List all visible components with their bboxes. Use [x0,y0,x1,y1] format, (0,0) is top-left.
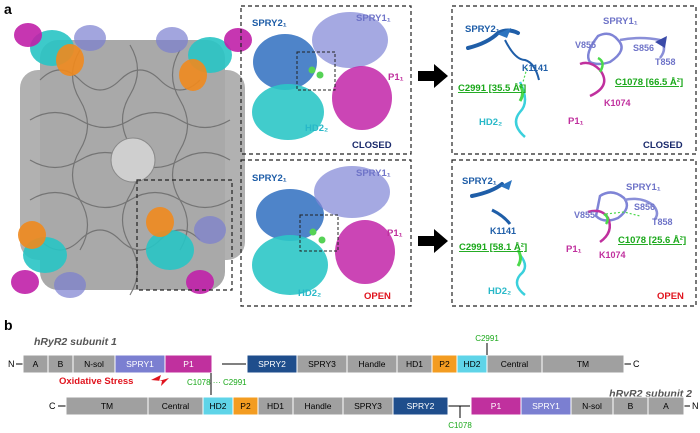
panel-letter-a: a [4,1,12,17]
cz-c2991-label: C2991 [35.5 Å²] [458,83,526,94]
subunit1-domain-label: P2 [439,359,450,369]
subunit1-domain-label: A [33,359,39,369]
subunit2-domain-label: HD1 [267,401,284,411]
oz-k1141-label: K1141 [490,226,516,236]
open-zoom-panel: SPRY2₁ SPRY1₁ V855 S856 T858 K1141 C2991… [451,159,697,307]
closed-structure-panel: SPRY2₁ SPRY1₁ P1₁ HD2₂ CLOSED [240,5,412,155]
arrow-closed [418,64,448,88]
subunit2-domain-spry2 [392,396,449,416]
subunit1-domain-label: TM [577,359,589,369]
closed-zoom-panel: SPRY2₁ SPRY1₁ V855 S856 T858 K1141 C2991… [451,5,697,155]
oz-c1078-label: C1078 [25.6 Å²] [618,235,686,246]
subunit2-n-terminus: N [692,401,699,411]
oz-spry1-label: SPRY1₁ [626,182,661,193]
closed-state-label: CLOSED [352,140,392,151]
subunit2-domain-label: SPRY1 [532,401,560,411]
subunit1-domain-label: SPRY3 [308,359,336,369]
arrow-open [418,229,448,253]
subunit2-domain-label: P2 [240,401,251,411]
subunit2-domain-bar: C N TM Central HD2 P2 HD1 Handle SPRY3 SPRY2 P1 S… [49,396,699,430]
subunit2-domain-label: B [628,401,634,411]
subunit2-domain-label: SPRY2 [407,401,435,411]
oz-spry2-label: SPRY2₁ [462,176,497,187]
open-p1-label: P1₁ [387,228,403,239]
subunit1-domain-label: SPRY1 [126,359,154,369]
open-spry2-label: SPRY2₁ [252,173,287,184]
subunit2-domain-label: P1 [491,401,502,411]
open-state-label: OPEN [364,291,391,302]
closed-spry2-label: SPRY2₁ [252,18,287,29]
open-structure-panel: SPRY2₁ SPRY1₁ P1₁ HD2₂ OPEN [240,159,412,307]
oz-state-label: OPEN [657,291,684,302]
tetramer-structure [11,23,252,298]
subunit2-domain-label: N-sol [582,401,602,411]
subunit1-domain-label: Central [501,359,529,369]
subunit1-domain-label: B [58,359,64,369]
cz-p1-label: P1₁ [568,116,584,127]
subunit2-domain-label: HD2 [209,401,226,411]
crosslink-label: C1078 ··· C2991 [187,378,247,387]
subunit1-domain-label: P1 [183,359,194,369]
cz-k1074-label: K1074 [604,98,631,108]
subunit1-domain-label: Handle [359,359,386,369]
lightning-icon [151,375,169,386]
closed-hd2-label: HD2₂ [305,123,328,134]
oxidative-stress-label: Oxidative Stress [59,376,133,387]
subunit1-domain-bar: N C A B N-sol SPRY1 P1 SPRY2 SPRY3 Handle HD1 P2 H… [8,334,640,374]
selection-box [136,179,233,291]
cz-t858-label: T858 [655,57,676,67]
oz-v855-label: V855 [574,210,595,220]
oz-hd2-label: HD2₂ [488,286,511,297]
closed-p1-label: P1₁ [388,72,404,83]
c2991-marker-label: C2991 [475,334,499,343]
subunit2-domain-a [647,396,685,416]
cz-hd2-label: HD2₂ [479,117,502,128]
cz-v855-label: V855 [575,40,596,50]
open-spry1-label: SPRY1₁ [356,168,391,179]
subunit2-domain-label: Handle [305,401,332,411]
subunit2-c-terminus: C [49,401,56,411]
subunit2-domain-label: TM [101,401,113,411]
subunit2-domain-label: Central [162,401,190,411]
subunit1-c-terminus: C [633,359,640,369]
oz-p1-label: P1₁ [566,244,582,255]
subunit1-domain-label: HD1 [406,359,423,369]
subunit1-domain-label: HD2 [463,359,480,369]
subunit1-domain-label: N-sol [84,359,104,369]
cz-spry2-label: SPRY2₁ [465,24,500,35]
closed-spry1-label: SPRY1₁ [356,13,391,24]
cz-k1141-label: K1141 [522,63,548,73]
oz-t858-label: T858 [652,217,673,227]
subunit1-domain-tm [541,354,625,374]
cz-spry1-label: SPRY1₁ [603,16,638,27]
subunit1-domain-p1 [164,354,213,374]
oz-s856-label: S856 [634,202,655,212]
c1078-marker-label: C1078 [448,421,472,430]
subunit1-n-terminus: N [8,359,15,369]
cz-c1078-label: C1078 [66.5 Å²] [615,77,683,88]
subunit2-domain-label: A [663,401,669,411]
cz-state-label: CLOSED [643,140,683,151]
oz-c2991-label: C2991 [58.1 Å²] [459,242,527,253]
subunit2-domain-label: SPRY3 [354,401,382,411]
panel-letter-b: b [4,317,13,333]
oz-k1074-label: K1074 [599,250,626,260]
cz-s856-label: S856 [633,43,654,53]
open-hd2-label: HD2₂ [298,288,321,299]
subunit1-domain-label: SPRY2 [258,359,286,369]
subunit1-title: hRyR2 subunit 1 [34,336,117,348]
